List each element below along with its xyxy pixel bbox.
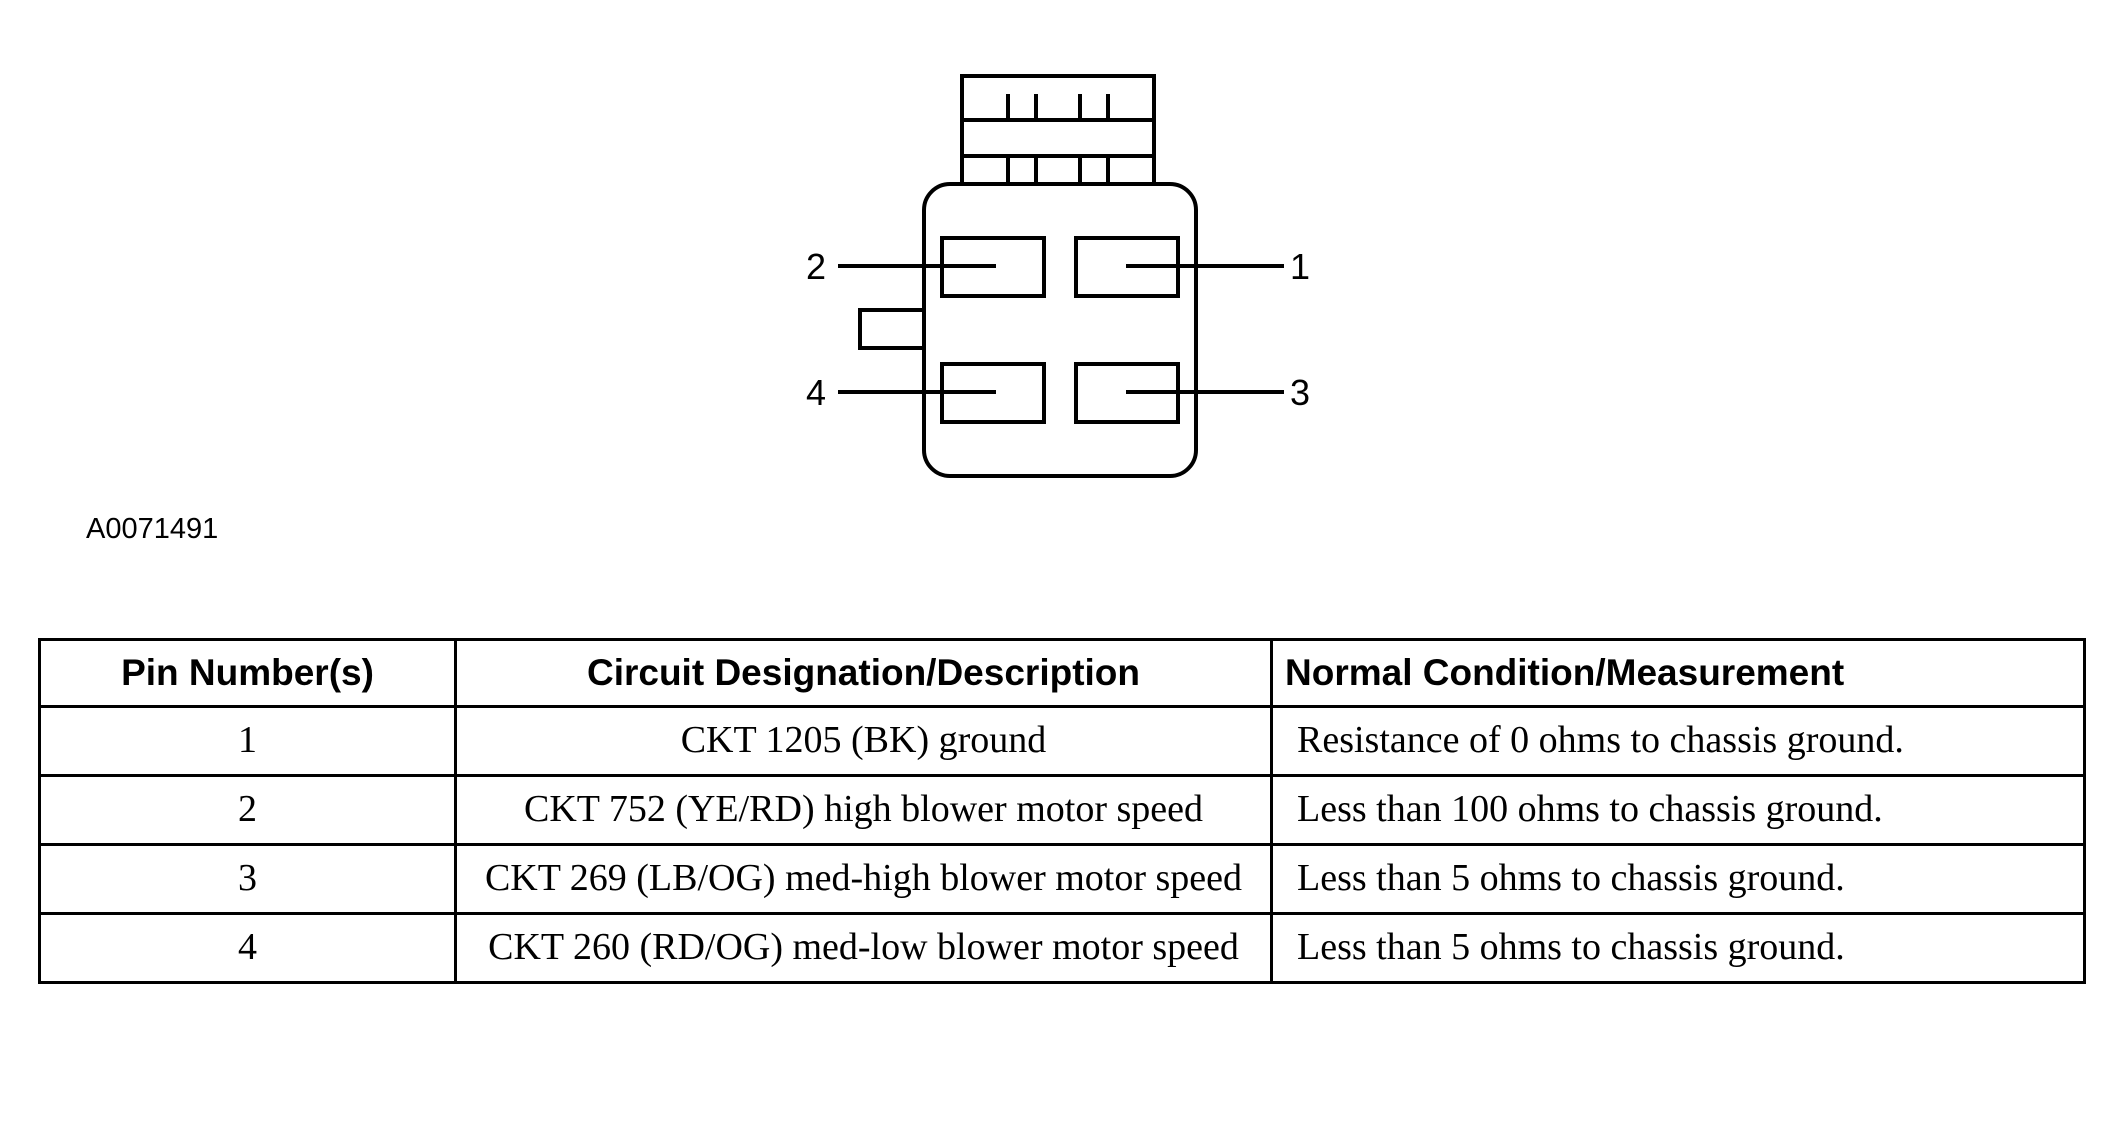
cell-pin: 3 [38, 843, 457, 915]
header-normal-condition: Normal Condition/Measurement [1270, 638, 2086, 708]
pin-label-4: 4 [806, 372, 826, 413]
cell-measurement: Less than 5 ohms to chassis ground. [1270, 912, 2086, 984]
connector-top-boot [960, 74, 1156, 186]
connector-body [922, 182, 1198, 478]
cell-circuit: CKT 1205 (BK) ground [454, 705, 1273, 777]
cell-pin: 4 [38, 912, 457, 984]
pin-label-3: 3 [1290, 372, 1310, 413]
connector-diagram: 1 2 3 4 [806, 74, 1310, 478]
table-row: 3 CKT 269 (LB/OG) med-high blower motor … [38, 843, 2086, 915]
cell-measurement: Less than 100 ohms to chassis ground. [1270, 774, 2086, 846]
cell-pin: 1 [38, 705, 457, 777]
cell-measurement: Resistance of 0 ohms to chassis ground. [1270, 705, 2086, 777]
header-circuit-designation: Circuit Designation/Description [454, 638, 1273, 708]
cell-measurement: Less than 5 ohms to chassis ground. [1270, 843, 2086, 915]
pin-label-2: 2 [806, 246, 826, 287]
table-header-row: Pin Number(s) Circuit Designation/Descri… [38, 638, 2086, 708]
table-row: 4 CKT 260 (RD/OG) med-low blower motor s… [38, 912, 2086, 984]
cell-circuit: CKT 752 (YE/RD) high blower motor speed [454, 774, 1273, 846]
cell-circuit: CKT 269 (LB/OG) med-high blower motor sp… [454, 843, 1273, 915]
table-row: 1 CKT 1205 (BK) ground Resistance of 0 o… [38, 705, 2086, 777]
header-pin-numbers: Pin Number(s) [38, 638, 457, 708]
figure-id: A0071491 [86, 513, 219, 545]
table-row: 2 CKT 752 (YE/RD) high blower motor spee… [38, 774, 2086, 846]
locking-tab [858, 308, 926, 350]
cell-circuit: CKT 260 (RD/OG) med-low blower motor spe… [454, 912, 1273, 984]
pin-table: Pin Number(s) Circuit Designation/Descri… [38, 638, 2086, 984]
pin-label-1: 1 [1290, 246, 1310, 287]
cell-pin: 2 [38, 774, 457, 846]
